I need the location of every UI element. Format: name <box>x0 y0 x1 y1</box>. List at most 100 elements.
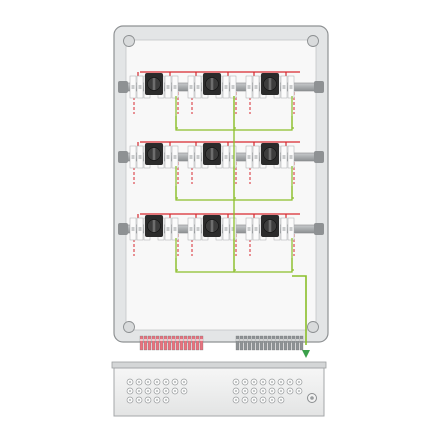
breaker-toggle[interactable] <box>138 85 142 89</box>
connector-pin <box>271 399 273 401</box>
rotary-switch-handle <box>152 78 156 90</box>
connector-pin <box>156 390 158 392</box>
terminal-screw <box>276 339 279 341</box>
breaker-toggle[interactable] <box>224 85 228 89</box>
breaker-toggle[interactable] <box>254 155 258 159</box>
rotary-switch-handle <box>268 78 272 90</box>
connector-pin <box>280 381 282 383</box>
rotary-switch-handle <box>210 220 214 232</box>
terminal-screw <box>140 339 143 341</box>
terminal-screw <box>268 339 271 341</box>
terminal-pin <box>147 335 152 351</box>
connector-pin <box>129 381 131 383</box>
terminal-screw <box>260 339 263 341</box>
terminal-screw <box>180 339 183 341</box>
connector-pin <box>253 381 255 383</box>
terminal-pin <box>179 335 184 351</box>
breaker-toggle[interactable] <box>131 155 135 159</box>
breaker-toggle[interactable] <box>189 155 193 159</box>
connector-pin <box>271 381 273 383</box>
breaker-toggle[interactable] <box>138 155 142 159</box>
terminal-screw <box>288 339 291 341</box>
connector-pin <box>235 399 237 401</box>
breaker-toggle[interactable] <box>189 85 193 89</box>
breaker-toggle[interactable] <box>247 85 251 89</box>
breaker-toggle[interactable] <box>231 227 235 231</box>
breaker-toggle[interactable] <box>138 227 142 231</box>
breaker-toggle[interactable] <box>196 227 200 231</box>
terminal-pin <box>239 335 244 351</box>
ground-wire <box>292 275 310 358</box>
terminal-screw <box>196 339 199 341</box>
connector-pin <box>244 399 246 401</box>
breaker-toggle[interactable] <box>196 155 200 159</box>
terminal-screw <box>168 339 171 341</box>
breaker-toggle[interactable] <box>254 85 258 89</box>
breaker-toggle[interactable] <box>173 155 177 159</box>
breaker-toggle[interactable] <box>282 155 286 159</box>
terminal-pin <box>167 335 172 351</box>
terminal-pin <box>175 335 180 351</box>
terminal-pin <box>199 335 204 351</box>
terminal-screw <box>252 339 255 341</box>
connector-pin <box>183 381 185 383</box>
connector-pin <box>244 390 246 392</box>
terminal-screw <box>184 339 187 341</box>
breaker-toggle[interactable] <box>231 155 235 159</box>
terminal-pin <box>299 335 304 351</box>
breaker-toggle[interactable] <box>131 85 135 89</box>
breaker-toggle[interactable] <box>224 227 228 231</box>
connector-pin <box>165 381 167 383</box>
breaker-toggle[interactable] <box>196 85 200 89</box>
breaker-toggle[interactable] <box>282 227 286 231</box>
breaker-toggle[interactable] <box>166 155 170 159</box>
connector-pin <box>174 390 176 392</box>
breaker-toggle[interactable] <box>254 227 258 231</box>
terminal-screw <box>236 339 239 341</box>
connector-pin <box>280 390 282 392</box>
breaker-toggle[interactable] <box>247 227 251 231</box>
rail-end-clamp <box>314 223 324 235</box>
switch-unit <box>245 142 295 199</box>
terminal-screw <box>248 339 251 341</box>
breaker-toggle[interactable] <box>247 155 251 159</box>
breaker-toggle[interactable] <box>231 85 235 89</box>
connector-pin <box>262 399 264 401</box>
breaker-toggle[interactable] <box>289 227 293 231</box>
terminal-screw <box>272 339 275 341</box>
connector-pin <box>262 381 264 383</box>
breaker-toggle[interactable] <box>189 227 193 231</box>
switch-unit <box>187 72 237 129</box>
rotary-switch-handle <box>210 78 214 90</box>
connector-pin <box>138 399 140 401</box>
breaker-toggle[interactable] <box>173 85 177 89</box>
connector-pin <box>235 381 237 383</box>
switch-unit <box>187 142 237 199</box>
breaker-toggle[interactable] <box>166 85 170 89</box>
terminal-pin <box>139 335 144 351</box>
connector-pin <box>183 390 185 392</box>
rail-end-clamp <box>314 81 324 93</box>
connector-pin <box>289 381 291 383</box>
breaker-toggle[interactable] <box>289 85 293 89</box>
breaker-toggle[interactable] <box>289 155 293 159</box>
cabinet-screw-icon <box>123 321 135 333</box>
connector-pin <box>271 390 273 392</box>
terminal-screw <box>244 339 247 341</box>
terminal-pin <box>271 335 276 351</box>
breaker-toggle[interactable] <box>224 155 228 159</box>
terminal-pin <box>255 335 260 351</box>
terminal-pin <box>191 335 196 351</box>
terminal-pin <box>287 335 292 351</box>
terminal-pin <box>187 335 192 351</box>
breaker-toggle[interactable] <box>173 227 177 231</box>
cabinet-screw-icon <box>307 35 319 47</box>
arrow-down-icon <box>302 350 310 358</box>
terminal-screw <box>152 339 155 341</box>
terminal-screw <box>156 339 159 341</box>
breaker-toggle[interactable] <box>166 227 170 231</box>
breaker-toggle[interactable] <box>131 227 135 231</box>
breaker-toggle[interactable] <box>282 85 286 89</box>
terminal-pin <box>283 335 288 351</box>
connector-pin <box>129 390 131 392</box>
